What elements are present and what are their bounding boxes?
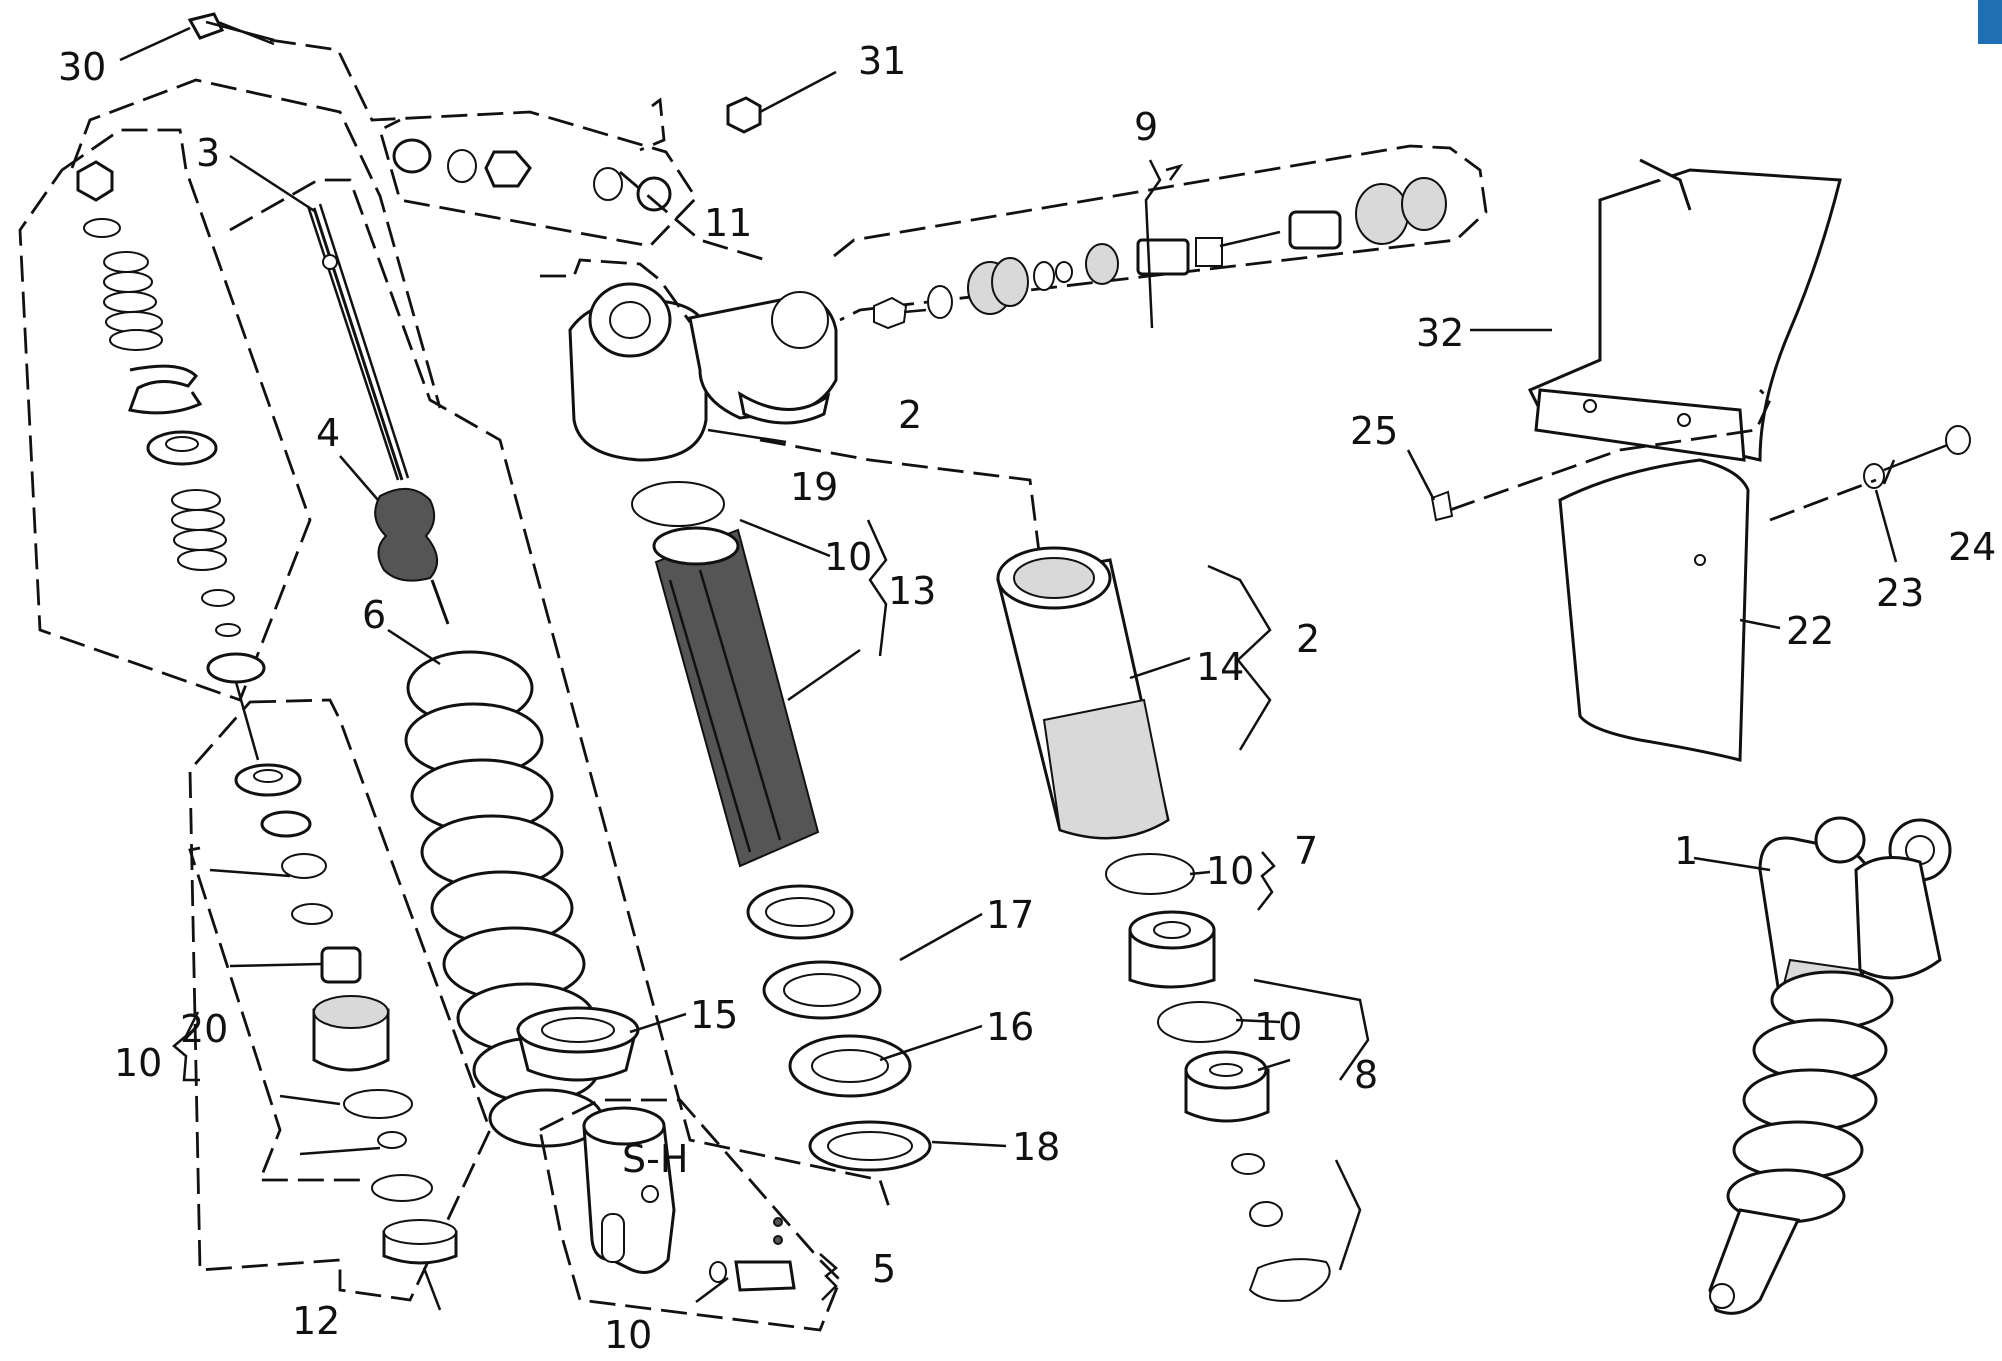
callout-1: 1 — [1674, 829, 1698, 873]
callout-8: 8 — [1354, 1053, 1378, 1097]
callout-17: 17 — [986, 893, 1034, 937]
callout-15: 15 — [690, 993, 738, 1037]
callout-labels: 1 2 2 3 4 5 6 7 8 9 10 10 10 10 10 11 12… — [58, 39, 1996, 1357]
base-valve-assembly — [188, 698, 492, 1311]
callout-3: 3 — [196, 131, 220, 175]
callout-19: 19 — [790, 465, 838, 509]
callout-18: 18 — [1012, 1125, 1060, 1169]
spring-seat — [516, 1006, 640, 1082]
callout-16: 16 — [986, 1005, 1034, 1049]
callout-22: 22 — [1786, 609, 1834, 653]
small-spring — [103, 251, 163, 351]
callout-25: 25 — [1350, 409, 1398, 453]
callout-30: 30 — [58, 45, 106, 89]
callout-5: 5 — [872, 1247, 896, 1291]
assembled-shock — [1708, 816, 1952, 1315]
corner-accent-tab — [1978, 0, 2002, 44]
main-spring — [404, 650, 604, 1148]
callout-11: 11 — [704, 201, 752, 245]
callout-24: 24 — [1948, 525, 1996, 569]
callout-6: 6 — [362, 593, 386, 637]
callout-14: 14 — [1196, 645, 1244, 689]
callout-32: 32 — [1416, 311, 1464, 355]
upper-mount-hardware — [70, 12, 838, 462]
callout-4: 4 — [316, 411, 340, 455]
callout-10-piston: 10 — [1254, 1005, 1302, 1049]
callout-9: 9 — [1134, 105, 1158, 149]
valve-spring — [171, 489, 227, 571]
callout-10-base: 10 — [114, 1041, 162, 1085]
callout-10-body: 10 — [824, 535, 872, 579]
callout-10-clevis: 10 — [604, 1313, 652, 1357]
svg-text:S-H: S-H — [622, 1137, 688, 1181]
callout-13: 13 — [888, 569, 936, 613]
damper-body — [631, 481, 932, 1172]
callout-7: 7 — [1294, 829, 1318, 873]
callout-20: 20 — [180, 1007, 228, 1051]
adjuster-cartridge — [833, 144, 1488, 330]
callout-23: 23 — [1876, 571, 1924, 615]
callout-2-upper: 2 — [898, 393, 922, 437]
callout-31: 31 — [858, 39, 906, 83]
leader-lines — [119, 26, 1898, 1303]
rear-mudguard — [1430, 158, 1971, 762]
valve-stack-assembly — [18, 128, 312, 761]
callout-2-lower: 2 — [1296, 617, 1320, 661]
lower-clevis: S-H — [538, 1098, 842, 1332]
callout-10-seal: 10 — [1206, 849, 1254, 893]
reservoir-group — [759, 438, 1370, 1302]
callout-12: 12 — [292, 1299, 340, 1343]
piston-rod — [229, 178, 892, 1211]
